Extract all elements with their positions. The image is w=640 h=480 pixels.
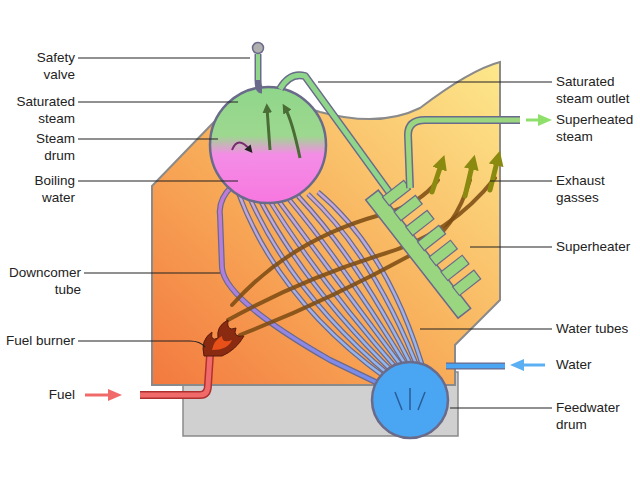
part-label: Boiling water	[3, 172, 75, 206]
furnace-housing	[152, 62, 500, 385]
part-label: Fuel	[3, 386, 75, 403]
part-label: Superheated steam	[556, 111, 636, 145]
feedwater-flow	[395, 388, 425, 410]
water-tube-fill	[318, 192, 426, 378]
steam-rise	[267, 108, 270, 150]
part-label: Water tubes	[556, 320, 636, 337]
part-label: Saturated steam	[3, 93, 75, 127]
superheated-steam-arrow-head	[538, 114, 552, 126]
water-arrow	[522, 364, 545, 367]
part-label: Downcomer tube	[3, 264, 81, 298]
fuel-burner	[203, 320, 244, 356]
safety-valve-fill	[256, 54, 260, 80]
part-label: Superheater	[556, 238, 636, 255]
safety-valve-cap	[253, 43, 264, 54]
fuel-arrow	[85, 394, 110, 397]
superheater-tube	[453, 270, 481, 295]
part-label: Exhaust gasses	[556, 172, 636, 206]
water-swirl	[232, 143, 250, 151]
part-label: Safety valve	[3, 49, 75, 83]
part-label: Saturated steam outlet	[556, 73, 636, 107]
steam-drum	[210, 87, 326, 203]
part-label: Water	[556, 356, 636, 373]
steam-rise	[285, 108, 300, 158]
saturated-steam-pipe	[280, 75, 392, 196]
water-inlet-fill	[446, 364, 505, 369]
safety-valve	[258, 54, 262, 90]
water-inlet-pipe	[446, 363, 505, 370]
leader-lines	[78, 58, 552, 408]
part-label: Fuel burner	[3, 332, 75, 349]
fuel-arrow-head	[108, 389, 122, 401]
water-tube	[318, 192, 426, 378]
fuel-pipe	[140, 355, 210, 395]
part-label: Steam drum	[3, 130, 75, 164]
burner-flame	[212, 336, 232, 350]
water-arrow-head	[510, 359, 524, 371]
superheater	[366, 174, 491, 318]
saturated-steam-pipe-fill	[280, 75, 392, 196]
fuel-pipe-fill	[140, 355, 210, 395]
superheated-steam-pipe	[408, 120, 520, 188]
feedwater-drum	[372, 362, 448, 438]
superheated-steam-pipe-fill	[408, 120, 520, 188]
part-label: Feedwater drum	[556, 399, 636, 433]
superheated-steam-arrow	[526, 119, 540, 122]
